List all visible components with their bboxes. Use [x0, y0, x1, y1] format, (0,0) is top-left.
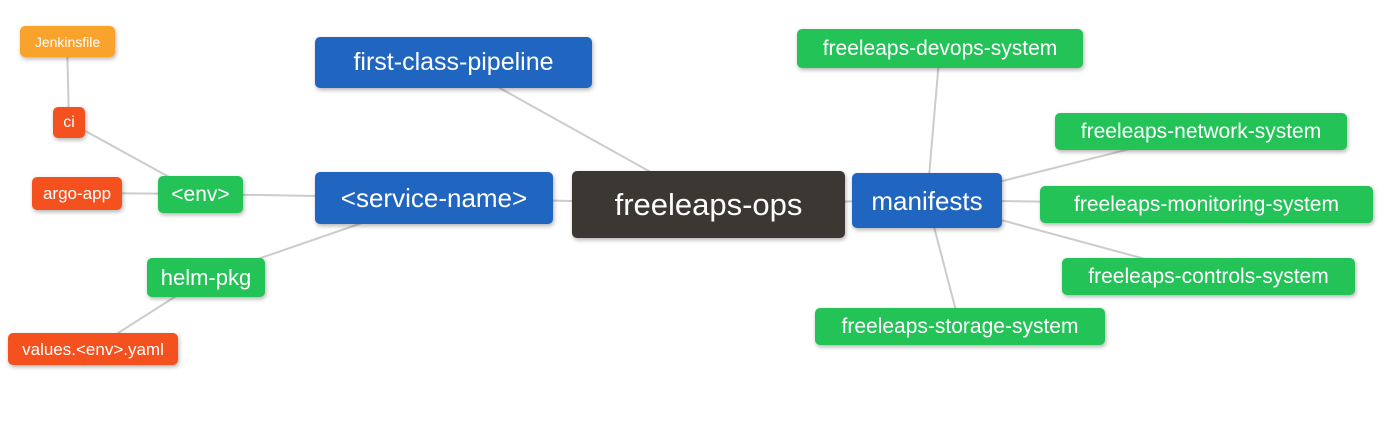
node-argo-app[interactable]: argo-app [32, 177, 122, 210]
node-helm-pkg[interactable]: helm-pkg [147, 258, 265, 297]
node-env[interactable]: <env> [158, 176, 243, 213]
node-values-env-yaml[interactable]: values.<env>.yaml [8, 333, 178, 365]
node-freeleaps-network-system[interactable]: freeleaps-network-system [1055, 113, 1347, 150]
node-freeleaps-storage-system[interactable]: freeleaps-storage-system [815, 308, 1105, 345]
node-manifests[interactable]: manifests [852, 173, 1002, 228]
node-freeleaps-devops-system[interactable]: freeleaps-devops-system [797, 29, 1083, 68]
node-freeleaps-controls-system[interactable]: freeleaps-controls-system [1062, 258, 1355, 295]
node-ci[interactable]: ci [53, 107, 85, 138]
node-jenkinsfile[interactable]: Jenkinsfile [20, 26, 115, 57]
node-freeleaps-ops-root[interactable]: freeleaps-ops [572, 171, 845, 238]
node-first-class-pipeline[interactable]: first-class-pipeline [315, 37, 592, 88]
node-freeleaps-monitoring-system[interactable]: freeleaps-monitoring-system [1040, 186, 1373, 223]
node-service-name[interactable]: <service-name> [315, 172, 553, 224]
